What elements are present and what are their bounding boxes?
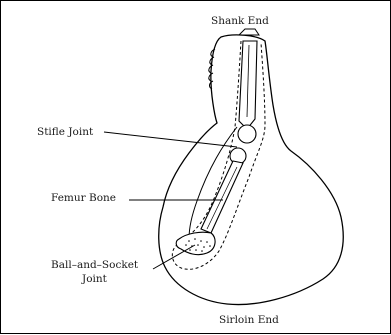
label-shank-end: Shank End [211,15,269,27]
meat-outline [159,35,344,305]
label-ball-socket-line2: Joint [81,273,108,285]
label-stifle-joint: Stifle Joint [37,126,94,138]
stifle-joint-upper [238,125,256,143]
femur-shaft-line [207,167,237,229]
shank-bone-cap [239,29,259,35]
shank-ridges [209,49,215,89]
shank-bone-shaft-line [247,45,249,117]
label-sirloin-end: Sirloin End [219,314,279,326]
femur-bone [201,161,243,233]
label-ball-socket-line1: Ball–and–Socket [51,259,139,271]
label-femur-bone: Femur Bone [51,192,116,204]
ball-socket-joint [176,232,215,254]
stifle-joint-leader [104,132,237,147]
